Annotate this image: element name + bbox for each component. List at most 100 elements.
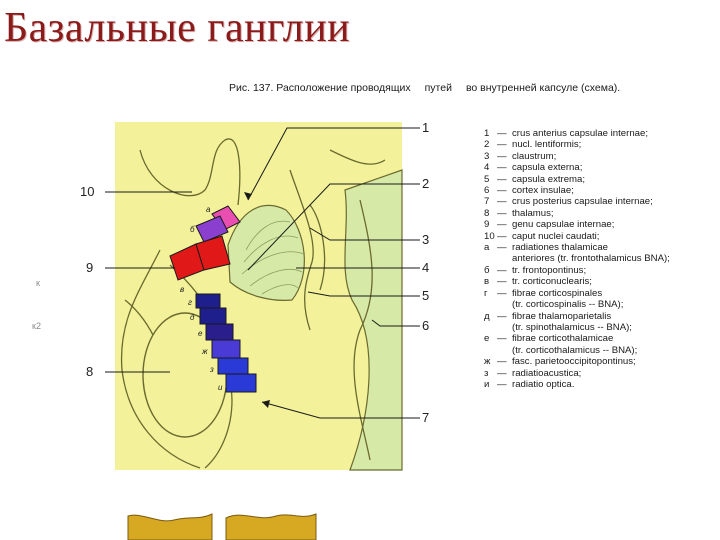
stray-mark-1: к xyxy=(36,278,40,288)
legend-key: 7 xyxy=(484,196,497,207)
legend-dash: — xyxy=(497,174,512,185)
legend-text: cortex insulae; xyxy=(512,185,574,196)
legend-text: fibrae corticospinales xyxy=(512,288,602,299)
legend-dash: — xyxy=(497,265,512,276)
legend-key: в xyxy=(484,276,497,287)
legend-text: claustrum; xyxy=(512,151,556,162)
stray-mark-2: к2 xyxy=(32,321,41,331)
legend-row: 4 — capsula externa; xyxy=(484,162,716,173)
legend-text: tr. corticonuclearis; xyxy=(512,276,592,287)
legend-row: 3 — claustrum; xyxy=(484,151,716,162)
legend-dash: — xyxy=(497,288,512,299)
legend-dash: — xyxy=(497,242,512,253)
legend-key: г xyxy=(484,288,497,299)
tract-letter-e: е xyxy=(198,329,203,338)
bottom-figure-fragment xyxy=(128,514,316,540)
tract-letter-v: в xyxy=(180,285,184,294)
legend-row: 2 — nucl. lentiformis; xyxy=(484,139,716,150)
tract-block-d2 xyxy=(200,308,226,324)
legend-dash: — xyxy=(497,231,512,242)
legend-text: fasc. parietooccipitopontinus; xyxy=(512,356,636,367)
tract-block-e xyxy=(206,324,233,340)
legend-row: з — radiatioacustica; xyxy=(484,368,716,379)
legend-text: capsula externa; xyxy=(512,162,582,173)
legend-dash: — xyxy=(497,368,512,379)
legend-key: 5 xyxy=(484,174,497,185)
tract-block-i xyxy=(226,374,256,392)
callout-1: 1 xyxy=(422,120,429,135)
legend-key: 2 xyxy=(484,139,497,150)
tract-letter-z: з xyxy=(209,365,214,374)
callout-3: 3 xyxy=(422,232,429,247)
legend-key: а xyxy=(484,242,497,253)
legend-key: ж xyxy=(484,356,497,367)
callout-9: 9 xyxy=(86,260,93,275)
legend-dash: — xyxy=(497,333,512,344)
legend-text: tr. frontopontinus; xyxy=(512,265,586,276)
legend-row: anteriores (tr. frontothalamicus BNA); xyxy=(484,253,716,264)
legend-row: г — fibrae corticospinales xyxy=(484,288,716,299)
legend-row: и — radiatio optica. xyxy=(484,379,716,390)
legend-dash: — xyxy=(497,185,512,196)
tract-block-d1 xyxy=(196,294,220,308)
tract-letter-zh: ж xyxy=(201,347,208,356)
legend-row: 9 — genu capsulae internae; xyxy=(484,219,716,230)
callout-10: 10 xyxy=(80,184,94,199)
tract-letter-a: а xyxy=(206,205,211,214)
callout-8: 8 xyxy=(86,364,93,379)
legend-dash: — xyxy=(497,128,512,139)
legend-dash: — xyxy=(497,356,512,367)
callout-4: 4 xyxy=(422,260,429,275)
legend-text: capsula extrema; xyxy=(512,174,585,185)
legend-dash: — xyxy=(497,151,512,162)
legend-key: 9 xyxy=(484,219,497,230)
callout-5: 5 xyxy=(422,288,429,303)
legend-key: 1 xyxy=(484,128,497,139)
legend-row: 6 — cortex insulae; xyxy=(484,185,716,196)
callout-2: 2 xyxy=(422,176,429,191)
legend-row: е — fibrae corticothalamicae xyxy=(484,333,716,344)
legend-key: и xyxy=(484,379,497,390)
legend-row: 1 — crus anterius capsulae internae; xyxy=(484,128,716,139)
legend-text: thalamus; xyxy=(512,208,554,219)
legend-dash: — xyxy=(497,139,512,150)
tract-block-z xyxy=(218,358,248,374)
legend-dash: — xyxy=(497,276,512,287)
legend: 1 — crus anterius capsulae internae;2 — … xyxy=(484,128,716,390)
legend-dash: — xyxy=(497,208,512,219)
legend-text: (tr. spinothalamicus -- BNA); xyxy=(512,322,632,333)
legend-row: ж — fasc. parietooccipitopontinus; xyxy=(484,356,716,367)
tract-letter-i: и xyxy=(218,383,223,392)
legend-text: anteriores (tr. frontothalamicus BNA); xyxy=(512,253,670,264)
callout-6: 6 xyxy=(422,318,429,333)
legend-text: crus posterius capsulae internae; xyxy=(512,196,653,207)
legend-dash: — xyxy=(497,196,512,207)
legend-key: 4 xyxy=(484,162,497,173)
legend-text: fibrae corticothalamicae xyxy=(512,333,613,344)
legend-row: в — tr. corticonuclearis; xyxy=(484,276,716,287)
legend-key: е xyxy=(484,333,497,344)
legend-text: radiatio optica. xyxy=(512,379,574,390)
legend-row: (tr. corticospinalis -- BNA); xyxy=(484,299,716,310)
legend-dash: — xyxy=(497,219,512,230)
legend-key: 3 xyxy=(484,151,497,162)
legend-row: д — fibrae thalamoparietalis xyxy=(484,311,716,322)
callout-7: 7 xyxy=(422,410,429,425)
tract-letter-b: б xyxy=(190,225,195,234)
legend-text: radiatioacustica; xyxy=(512,368,581,379)
legend-key: з xyxy=(484,368,497,379)
legend-row: б — tr. frontopontinus; xyxy=(484,265,716,276)
legend-dash: — xyxy=(497,162,512,173)
legend-dash: — xyxy=(497,379,512,390)
legend-text: fibrae thalamoparietalis xyxy=(512,311,611,322)
legend-row: 5 — capsula extrema; xyxy=(484,174,716,185)
legend-dash: — xyxy=(497,311,512,322)
legend-row: 8 — thalamus; xyxy=(484,208,716,219)
legend-text: caput nuclei caudati; xyxy=(512,231,599,242)
legend-key: 8 xyxy=(484,208,497,219)
tract-letter-d: д xyxy=(190,313,195,322)
legend-row: а — radiationes thalamicae xyxy=(484,242,716,253)
legend-key: б xyxy=(484,265,497,276)
legend-text: (tr. corticospinalis -- BNA); xyxy=(512,299,623,310)
legend-text: genu capsulae internae; xyxy=(512,219,614,230)
